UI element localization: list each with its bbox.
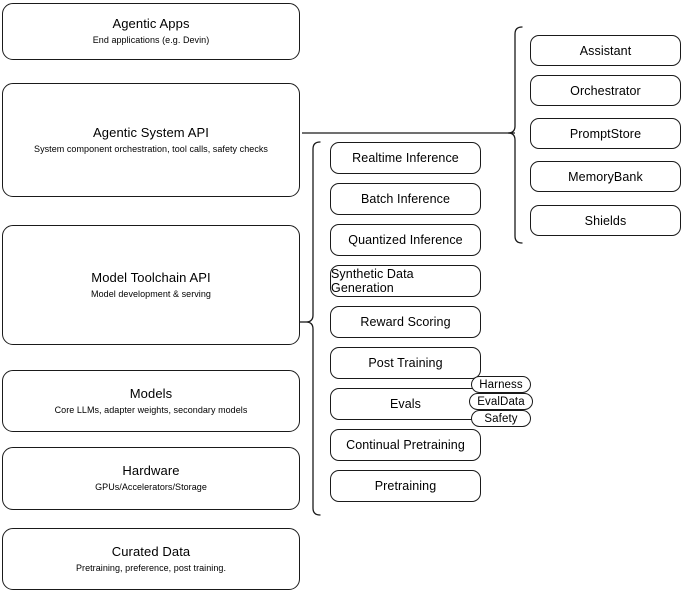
capability-box-reward-scoring[interactable]: Reward Scoring xyxy=(330,306,481,338)
component-label: Shields xyxy=(584,213,627,228)
capability-box-synthetic-data-generation[interactable]: Synthetic Data Generation xyxy=(330,265,481,297)
layer-subtitle: System component orchestration, tool cal… xyxy=(34,143,268,154)
capability-box-quantized-inference[interactable]: Quantized Inference xyxy=(330,224,481,256)
layer-subtitle: End applications (e.g. Devin) xyxy=(92,35,210,45)
evals-badge-harness[interactable]: Harness xyxy=(471,376,531,393)
layer-title: Hardware xyxy=(122,463,180,478)
capability-box-pretraining[interactable]: Pretraining xyxy=(330,470,481,502)
component-label: MemoryBank xyxy=(568,169,643,184)
component-box-orchestrator[interactable]: Orchestrator xyxy=(530,75,681,106)
component-box-promptstore[interactable]: PromptStore xyxy=(530,118,681,149)
layer-box-models[interactable]: Models Core LLMs, adapter weights, secon… xyxy=(2,370,300,432)
component-box-shields[interactable]: Shields xyxy=(530,205,681,236)
layer-title: Agentic System API xyxy=(93,124,209,140)
layer-box-curated-data[interactable]: Curated Data Pretraining, preference, po… xyxy=(2,528,300,590)
capability-box-realtime-inference[interactable]: Realtime Inference xyxy=(330,142,481,174)
layer-box-model-toolchain-api[interactable]: Model Toolchain API Model development & … xyxy=(2,225,300,345)
capability-box-evals[interactable]: Evals xyxy=(330,388,481,420)
capability-label: Continual Pretraining xyxy=(346,438,465,452)
capability-box-continual-pretraining[interactable]: Continual Pretraining xyxy=(330,429,481,461)
capability-box-batch-inference[interactable]: Batch Inference xyxy=(330,183,481,215)
component-label: Orchestrator xyxy=(570,83,641,98)
capability-label: Quantized Inference xyxy=(348,233,463,247)
layer-box-hardware[interactable]: Hardware GPUs/Accelerators/Storage xyxy=(2,447,300,510)
component-box-memorybank[interactable]: MemoryBank xyxy=(530,161,681,192)
evals-badge-evaldata[interactable]: EvalData xyxy=(469,393,533,410)
layer-subtitle: Model development & serving xyxy=(91,288,211,299)
component-label: PromptStore xyxy=(569,126,642,141)
component-box-assistant[interactable]: Assistant xyxy=(530,35,681,66)
capability-label: Reward Scoring xyxy=(360,315,451,329)
capability-box-post-training[interactable]: Post Training xyxy=(330,347,481,379)
capability-label: Realtime Inference xyxy=(352,151,459,165)
layer-box-agentic-system-api[interactable]: Agentic System API System component orch… xyxy=(2,83,300,197)
capability-label: Pretraining xyxy=(374,479,437,493)
capability-label: Synthetic Data Generation xyxy=(331,267,414,295)
capability-label: Evals xyxy=(389,397,422,411)
evals-badge-label: Safety xyxy=(484,412,518,425)
layer-title: Agentic Apps xyxy=(112,16,190,31)
layer-subtitle: Core LLMs, adapter weights, secondary mo… xyxy=(54,404,248,415)
layer-box-agentic-apps[interactable]: Agentic Apps End applications (e.g. Devi… xyxy=(2,3,300,60)
capability-label: Batch Inference xyxy=(360,192,451,206)
layer-subtitle: GPUs/Accelerators/Storage xyxy=(95,482,207,492)
layer-subtitle: Pretraining, preference, post training. xyxy=(75,562,227,573)
component-label: Assistant xyxy=(579,43,632,58)
capability-label: Post Training xyxy=(368,356,443,370)
evals-badge-safety[interactable]: Safety xyxy=(471,410,531,427)
evals-badge-label: EvalData xyxy=(477,395,525,408)
layer-title: Curated Data xyxy=(111,543,191,559)
layer-title: Model Toolchain API xyxy=(91,269,211,285)
layer-title: Models xyxy=(129,385,173,401)
evals-badge-label: Harness xyxy=(479,378,523,391)
